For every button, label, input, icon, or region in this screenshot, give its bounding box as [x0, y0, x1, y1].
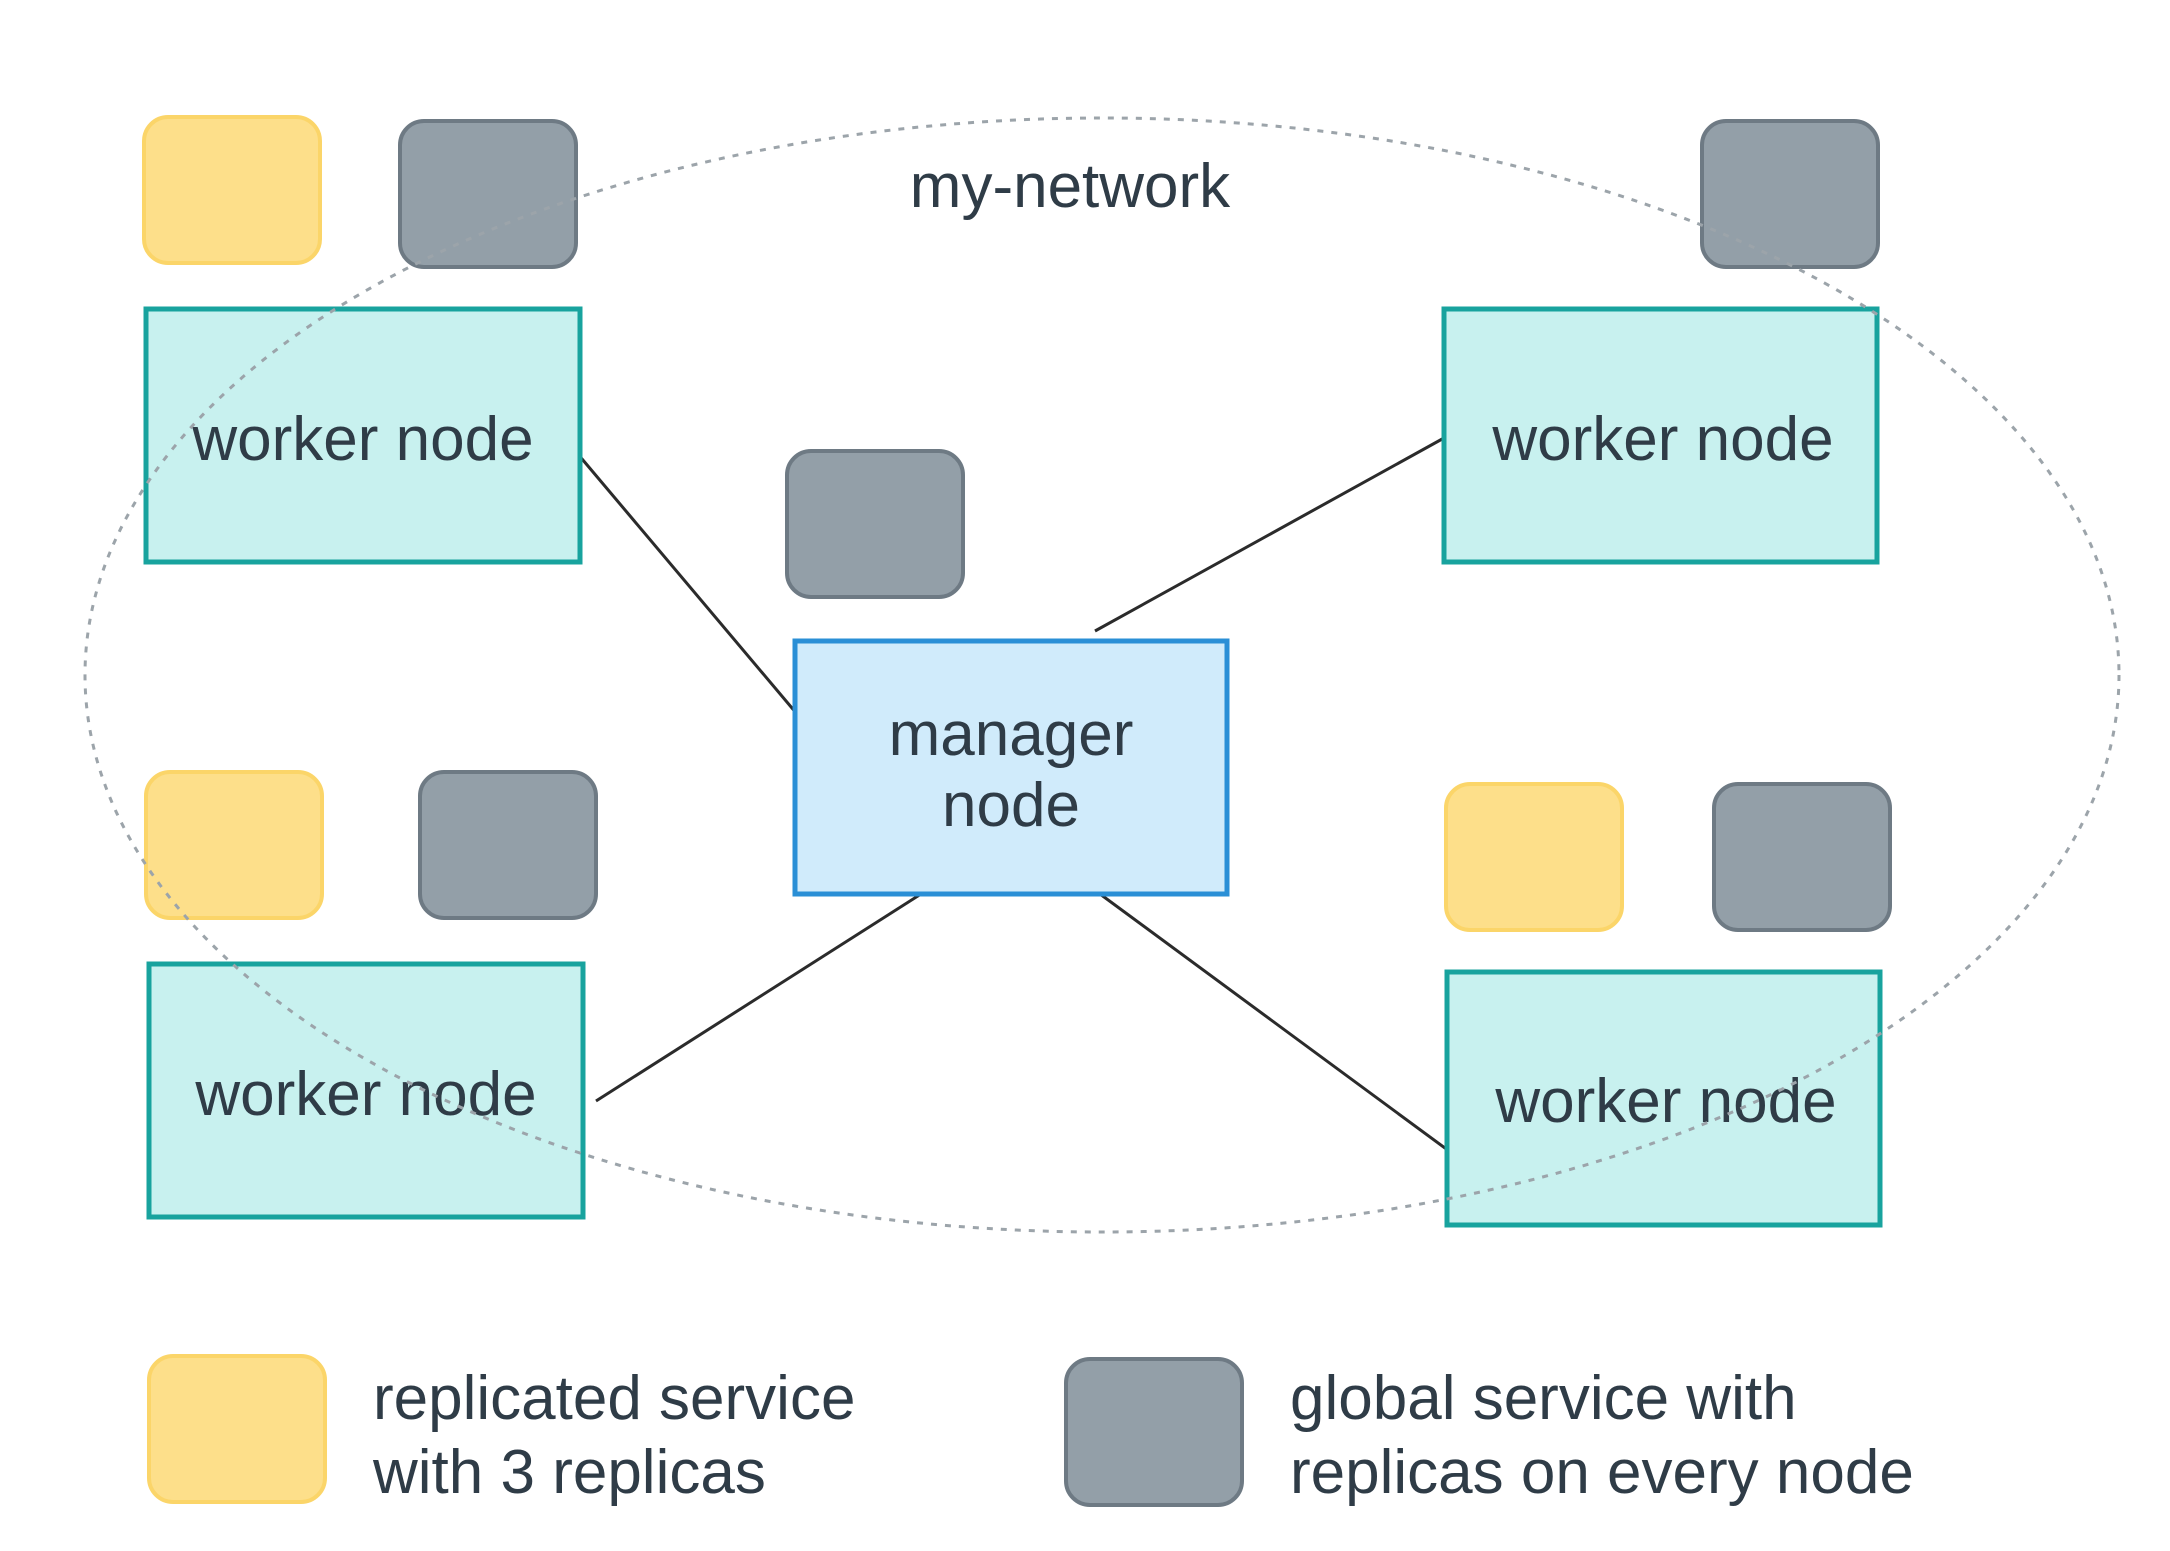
legend-item-global: global service with replicas on every no…	[1064, 1357, 1914, 1507]
connections	[575, 436, 1450, 1153]
global-service-task[interactable]	[398, 119, 578, 269]
global-service-task[interactable]	[785, 449, 965, 599]
legend: replicated service with 3 replicas globa…	[147, 1354, 1914, 1507]
network-label: my-network	[910, 152, 1231, 221]
worker-node-box	[143, 306, 583, 565]
legend-global-line1: global service with	[1290, 1364, 1797, 1433]
worker-node-top-left[interactable]: worker node	[143, 306, 583, 565]
legend-replicated-swatch	[147, 1354, 327, 1504]
worker-node-label: worker node	[1491, 405, 1833, 474]
global-service-task[interactable]	[1712, 782, 1892, 932]
manager-node-label-line2: node	[942, 771, 1080, 840]
manager-node-box	[792, 638, 1230, 897]
overlay-network-boundary	[83, 116, 2121, 1234]
manager-node-label-line1: manager	[889, 700, 1134, 769]
connection-manager-worker-top-right	[1094, 436, 1445, 633]
legend-global-swatch	[1064, 1357, 1244, 1507]
legend-global-line2: replicas on every node	[1290, 1438, 1914, 1507]
connection-manager-worker-bottom-left	[595, 892, 922, 1103]
service-tasks	[142, 115, 1892, 932]
worker-node-top-right[interactable]: worker node	[1441, 306, 1880, 565]
worker-node-label: worker node	[194, 1060, 536, 1129]
worker-node-box	[146, 961, 586, 1220]
replicated-service-task[interactable]	[144, 770, 324, 920]
connection-manager-worker-bottom-right	[1099, 892, 1450, 1153]
worker-node-box	[1441, 306, 1880, 565]
worker-node-label: worker node	[1494, 1067, 1836, 1136]
worker-node-label: worker node	[191, 405, 533, 474]
global-service-task[interactable]	[418, 770, 598, 920]
replicated-service-task[interactable]	[1444, 782, 1624, 932]
global-service-task[interactable]	[1700, 119, 1880, 269]
manager-node[interactable]: manager node	[792, 638, 1230, 897]
worker-node-bottom-left[interactable]: worker node	[146, 961, 586, 1220]
worker-node-bottom-right[interactable]: worker node	[1444, 969, 1883, 1228]
legend-replicated-line2: with 3 replicas	[372, 1438, 766, 1507]
replicated-service-task[interactable]	[142, 115, 322, 265]
legend-replicated-line1: replicated service	[373, 1364, 855, 1433]
connection-manager-worker-top-left	[575, 452, 799, 715]
legend-item-replicated: replicated service with 3 replicas	[147, 1354, 855, 1507]
